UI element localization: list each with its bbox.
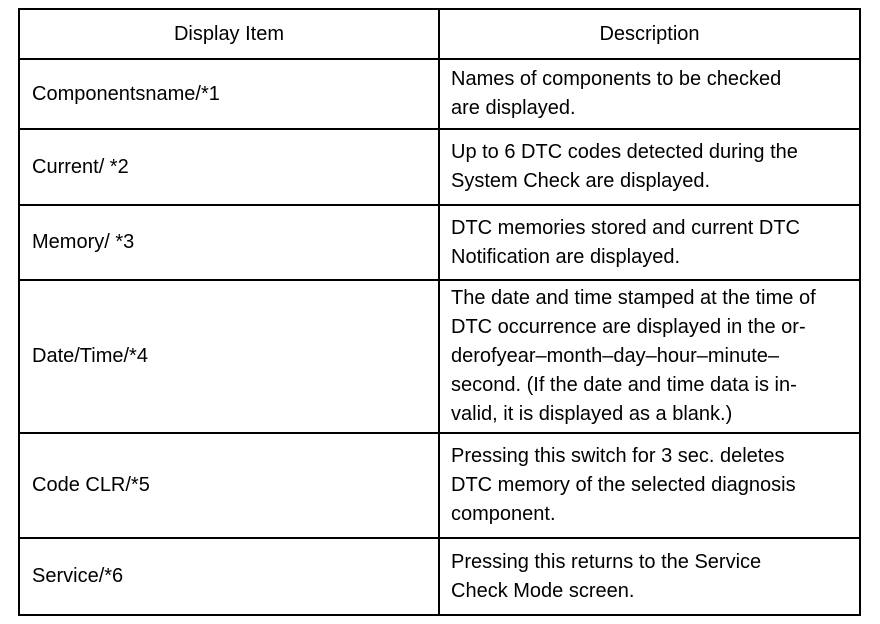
description-line: valid, it is displayed as a blank.) xyxy=(451,403,733,426)
description-line: derofyear–month–day–hour–minute– xyxy=(451,345,779,368)
display-item-table: Display Item Description Componentsname/… xyxy=(20,10,859,614)
description-cell: Names of components to be checked are di… xyxy=(438,57,859,131)
description-line: are displayed. xyxy=(451,97,576,120)
description-line: component. xyxy=(451,503,556,526)
description-line: Check Mode screen. xyxy=(451,579,635,602)
description-cell: Pressing this returns to the Service Che… xyxy=(438,537,859,614)
table-row: Date/Time/*4 The date and time stamped a… xyxy=(20,279,859,435)
table-row: Code CLR/*5 Pressing this switch for 3 s… xyxy=(20,432,859,540)
description-line: Names of components to be checked xyxy=(451,68,782,91)
table-row: Componentsname/*1 Names of components to… xyxy=(20,57,859,131)
description-line: Pressing this switch for 3 sec. deletes xyxy=(451,445,785,468)
table-row: Current/ *2 Up to 6 DTC codes detected d… xyxy=(20,128,859,206)
description-line: DTC occurrence are displayed in the or- xyxy=(451,316,806,339)
description-line: The date and time stamped at the time of xyxy=(451,287,816,310)
description-line: DTC memory of the selected diagnosis xyxy=(451,474,796,497)
table-header-row: Display Item Description xyxy=(20,10,859,60)
display-item-cell: Date/Time/*4 xyxy=(20,279,440,435)
description-line: Pressing this returns to the Service xyxy=(451,550,762,573)
description-cell: The date and time stamped at the time of… xyxy=(438,279,859,435)
description-cell: Up to 6 DTC codes detected during the Sy… xyxy=(438,128,859,206)
description-line: second. (If the date and time data is in… xyxy=(451,374,797,397)
display-item-cell: Memory/ *3 xyxy=(20,203,440,282)
description-cell: Pressing this switch for 3 sec. deletes … xyxy=(438,432,859,540)
description-line: Notification are displayed. xyxy=(451,245,681,268)
header-description: Description xyxy=(438,10,859,60)
display-item-cell: Current/ *2 xyxy=(20,128,440,206)
description-cell: DTC memories stored and current DTC Noti… xyxy=(438,203,859,282)
display-item-table-frame: Display Item Description Componentsname/… xyxy=(18,8,861,616)
description-line: Up to 6 DTC codes detected during the xyxy=(451,141,798,164)
table-row: Service/*6 Pressing this returns to the … xyxy=(20,537,859,614)
header-display-item: Display Item xyxy=(20,10,440,60)
display-item-cell: Componentsname/*1 xyxy=(20,57,440,131)
description-line: DTC memories stored and current DTC xyxy=(451,216,800,239)
display-item-cell: Service/*6 xyxy=(20,537,440,614)
description-line: System Check are displayed. xyxy=(451,170,711,193)
table-row: Memory/ *3 DTC memories stored and curre… xyxy=(20,203,859,282)
display-item-cell: Code CLR/*5 xyxy=(20,432,440,540)
